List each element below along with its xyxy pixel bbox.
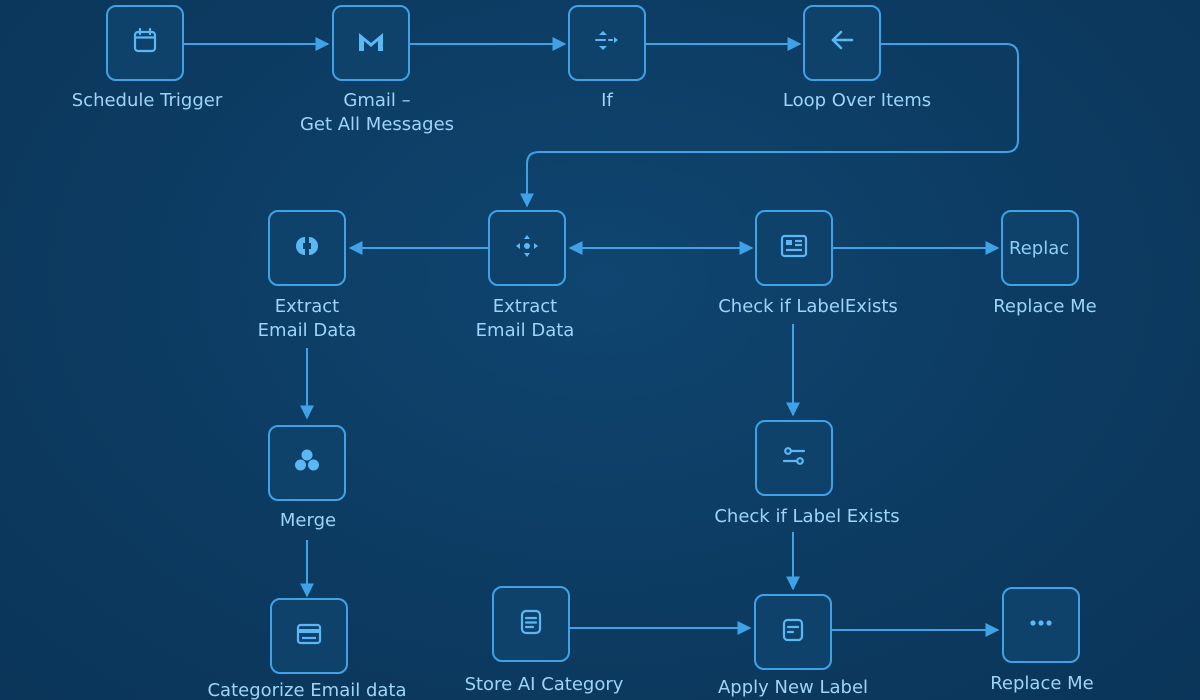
spark-icon (509, 228, 545, 268)
node-label-extract-email-data-1: Extract Email Data (257, 296, 357, 341)
node-gmail[interactable] (332, 5, 410, 81)
node-label-schedule-trigger: Schedule Trigger (71, 90, 223, 111)
node-label-loop-over-items: Loop Over Items (782, 90, 932, 111)
node-label-check-if-labelexists: Check if LabelExists (718, 296, 898, 317)
node-categorize-email-data[interactable] (270, 598, 348, 674)
calendar-icon (127, 23, 163, 63)
more-dots-icon (1023, 605, 1059, 645)
node-label-replace-me-2: Replace Me (990, 673, 1094, 694)
code-braces-icon (289, 228, 325, 268)
node-label-gmail: Gmail – Get All Messages (299, 90, 455, 135)
node-merge[interactable] (268, 425, 346, 501)
edge-loop-extract2 (520, 43, 1019, 208)
form-icon (776, 228, 812, 268)
node-label-replace-me-1: Replace Me (993, 296, 1097, 317)
node-label-categorize-email-data: Categorize Email data (207, 680, 407, 700)
node-label-extract-email-data-2: Extract Email Data (475, 296, 575, 341)
node-check-if-label-exists[interactable] (755, 210, 833, 286)
node-schedule-trigger[interactable] (106, 5, 184, 81)
node-apply-new-label[interactable] (754, 594, 832, 670)
document-icon (513, 604, 549, 644)
gmail-icon (353, 23, 389, 63)
label-doc-icon (775, 612, 811, 652)
node-label-apply-new-label: Apply New Label (717, 677, 869, 698)
node-extract-email-data[interactable] (488, 210, 566, 286)
node-check-if-label-exists-2[interactable] (755, 420, 833, 496)
node-loop-over-items[interactable] (803, 5, 881, 81)
node-replace-me-2[interactable] (1002, 587, 1080, 663)
node-label-check-if-label-exists: Check if Label Exists (714, 506, 900, 527)
filter-sliders-icon (776, 438, 812, 478)
node-label-store-ai-category: Store AI Category (464, 674, 624, 695)
arrow-left-icon (824, 23, 860, 63)
node-label-if: If (601, 90, 613, 111)
node-label-merge: Merge (279, 510, 337, 531)
card-icon (291, 616, 327, 656)
merge-circles-icon (289, 443, 325, 483)
node-if[interactable] (568, 5, 646, 81)
node-store-ai-category[interactable] (492, 586, 570, 662)
if-branch-icon (589, 23, 625, 63)
node-text-replace: Replac (1009, 237, 1070, 259)
node-extract-email-data-code[interactable] (268, 210, 346, 286)
node-replace-me-1[interactable]: Replac (1001, 210, 1079, 286)
